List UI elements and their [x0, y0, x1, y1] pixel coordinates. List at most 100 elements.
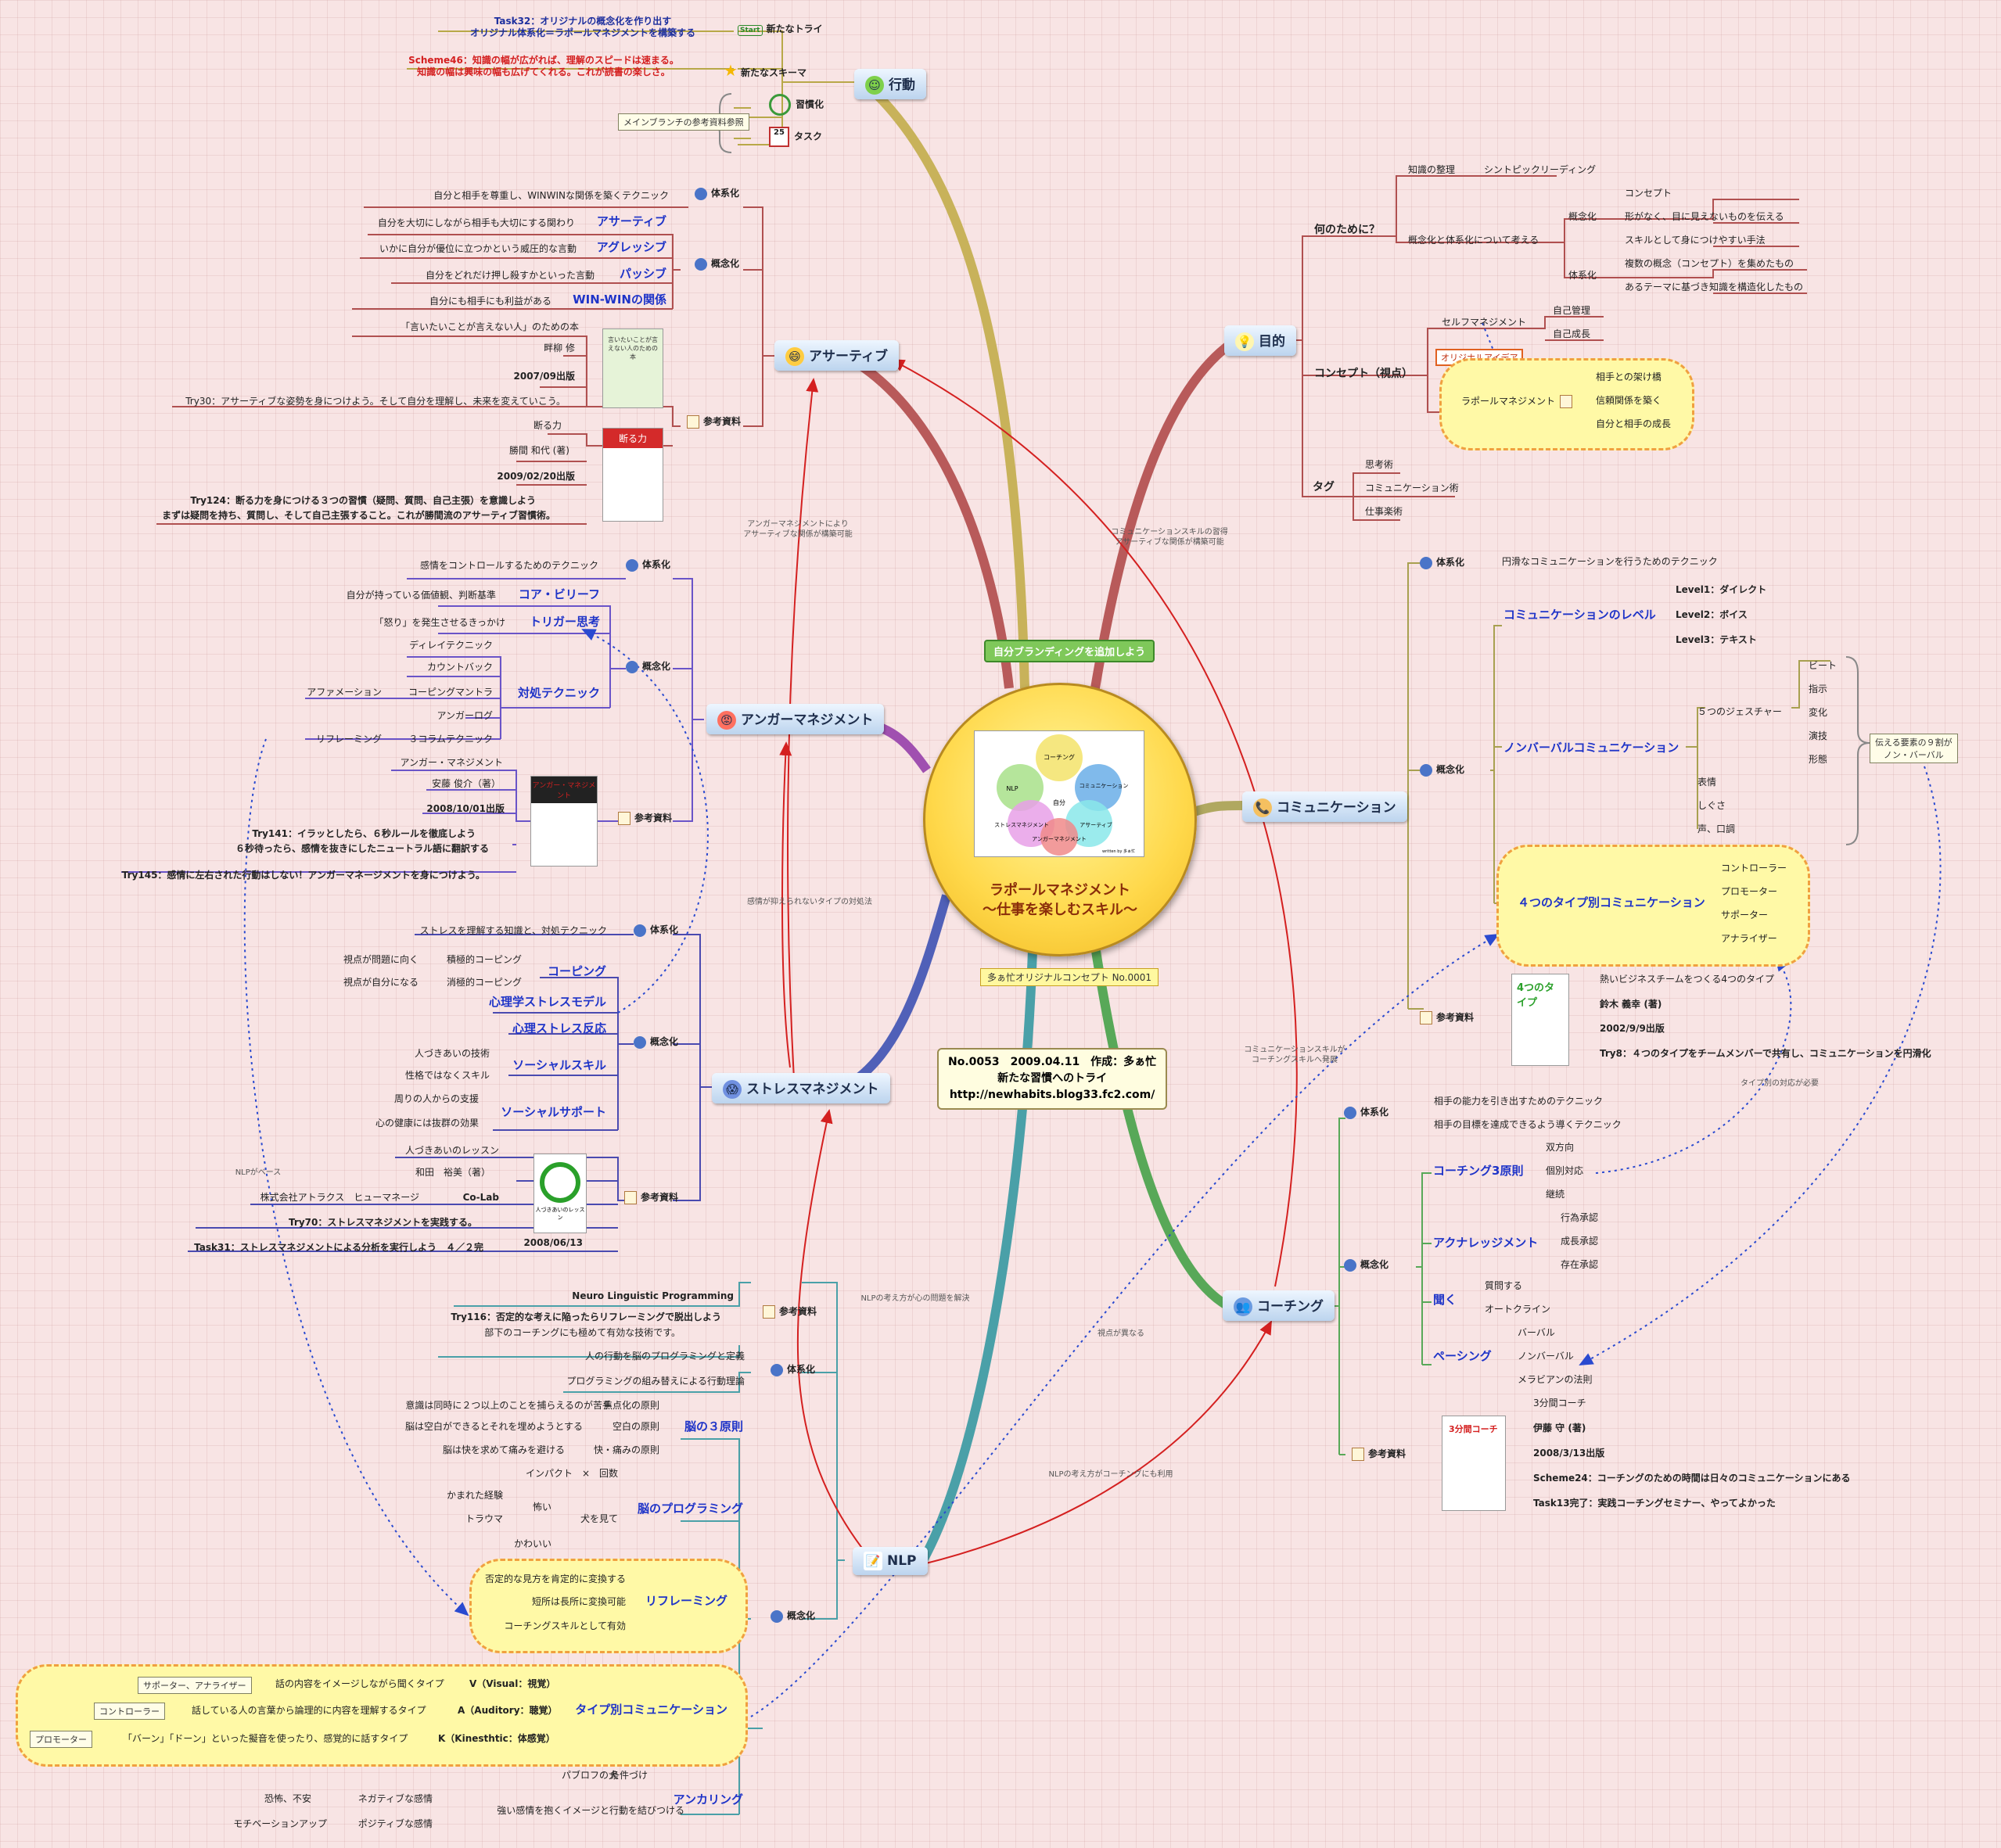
stress-book-author: 和田 裕美（著）	[415, 1167, 490, 1178]
relation-different-view: 視点が異なる	[1097, 1329, 1144, 1338]
coaching-book-cover: 3分間コーチ	[1442, 1416, 1506, 1511]
comm-taikei[interactable]: 体系化	[1420, 555, 1464, 569]
book2-cover-text: 断る力	[603, 429, 663, 448]
original-concept-tag[interactable]: 多ぁ忙オリジナルコンセプト No.0001	[980, 968, 1159, 986]
stress-ref-label: 参考資料	[641, 1192, 679, 1203]
cute: かわいい	[513, 1538, 551, 1549]
acknowledgment: アクナレッジメント	[1433, 1236, 1539, 1250]
relation-stress-anger: 感情が抑えられないタイプの対処法	[747, 898, 872, 906]
branch-communication-label: コミュニケーション	[1277, 800, 1396, 816]
branch-mokuteki[interactable]: 💡目的	[1224, 325, 1296, 356]
nlp-taikei[interactable]: 体系化	[771, 1362, 815, 1376]
branch-assertive[interactable]: 😄アサーティブ	[774, 340, 899, 371]
nonverbal-90-note: 伝える要素の９割が ノン・バーバル	[1870, 734, 1958, 763]
branch-coaching[interactable]: 👥コーチング	[1223, 1290, 1335, 1321]
branch-koudou[interactable]: ☺行動	[854, 69, 926, 99]
branch-stress[interactable]: 😱ストレスマネジメント	[712, 1073, 890, 1103]
anger-ref[interactable]: 参考資料	[618, 811, 672, 825]
syntopic-reading: シントピックリーディング	[1484, 164, 1597, 175]
anger-taikei[interactable]: 体系化	[626, 558, 670, 572]
coaching-taikei[interactable]: 体系化	[1344, 1105, 1388, 1119]
group-icon	[771, 1363, 783, 1376]
self-branding-tag[interactable]: 自分ブランディングを追加しよう	[984, 640, 1155, 662]
assertive-ref[interactable]: 参考資料	[687, 414, 741, 429]
social-support-desc1: 周りの人からの支援	[393, 1093, 479, 1104]
stress-taikei[interactable]: 体系化	[634, 923, 678, 937]
branch-anger[interactable]: 😡 アンガーマネジメント	[706, 704, 885, 734]
coaching-ref[interactable]: 参考資料	[1352, 1447, 1406, 1461]
book2-try124-line2: まずは疑問を持ち、質問し、そして自己主張すること。これが勝間流のアサーティブ習慣…	[162, 510, 555, 521]
type-supporter: サポーター	[1721, 910, 1769, 920]
habit-label: 習慣化	[796, 99, 824, 110]
comm-ref[interactable]: 参考資料	[1420, 1010, 1474, 1024]
try116-line1: Try116：否定的な考えに陥ったらリフレーミングで脱出しよう	[451, 1312, 721, 1322]
coaching-book-date: 2008/3/13出版	[1533, 1448, 1605, 1459]
vak-v-desc: 話の内容をイメージしながら聞くタイプ	[275, 1678, 444, 1689]
concept-viewpoint[interactable]: コンセプト（視点）	[1314, 368, 1413, 380]
concept-and-system: 概念化と体系化について考える	[1408, 235, 1539, 246]
trigger-desc: 「怒り」を発生させるきっかけ	[374, 617, 505, 628]
act-recognition: 行為承認	[1561, 1212, 1599, 1223]
asking: 質問する	[1485, 1280, 1523, 1291]
stress-cover-circle	[540, 1162, 580, 1203]
psych-stress-reaction: 心理ストレス反応	[512, 1021, 606, 1035]
branch-koudou-label: 行動	[889, 77, 915, 93]
branch-nlp-label: NLP	[887, 1553, 917, 1569]
angry-icon: 😡	[717, 711, 736, 730]
coping-technique: 対処テクニック	[517, 686, 600, 700]
affirmation: アファメーション	[307, 687, 382, 698]
comm-gainen[interactable]: 概念化	[1420, 763, 1464, 777]
rapport-trust: 信頼関係を築く	[1596, 395, 1662, 406]
habit-node[interactable]: 習慣化	[769, 94, 824, 116]
bitten-experience: かまれた経験	[446, 1490, 503, 1501]
nlp-gainen[interactable]: 概念化	[771, 1609, 815, 1623]
book2-try124-line1: Try124：断る力を身につける３つの習慣（疑問、質問、自己主張）を意識しよう	[190, 495, 536, 506]
count-back: カウントバック	[426, 662, 493, 673]
assertive-gainen[interactable]: 概念化	[695, 257, 739, 271]
level3: Level3：テキスト	[1676, 634, 1757, 645]
new-schema-node[interactable]: ★新たなスキーマ	[724, 61, 807, 80]
info-url[interactable]: http://newhabits.blog33.fc2.com/	[949, 1089, 1155, 1101]
note-icon	[624, 1191, 637, 1204]
anger-gainen[interactable]: 概念化	[626, 659, 670, 673]
relation-comm-assertive-line1: コミュニケーションスキルの習得	[1111, 528, 1228, 536]
branch-communication[interactable]: 📞コミュニケーション	[1242, 791, 1407, 822]
coaching-gainen[interactable]: 概念化	[1344, 1258, 1388, 1272]
try141-line2: ６秒待ったら、感情を抜きにしたニュートラル語に翻訳する	[235, 843, 489, 854]
growth-recognition: 成長承認	[1561, 1236, 1599, 1247]
level1: Level1：ダイレクト	[1676, 584, 1767, 595]
social-skill-desc1: 人づきあいの技術	[414, 1048, 490, 1059]
concept-desc1: 形がなく、目に見えないものを伝える	[1625, 211, 1784, 222]
trauma: トラウマ	[465, 1513, 503, 1524]
note-icon	[763, 1305, 775, 1319]
verbal: バーバル	[1518, 1327, 1555, 1338]
brain-blank-principle: 空白の原則	[612, 1421, 659, 1432]
nonverbal-note-line1: 伝える要素の９割が	[1875, 737, 1953, 748]
self-growth: 自己成長	[1553, 328, 1591, 339]
info-box[interactable]: No.0053 2009.04.11 作成：多ぁ忙 新たな習慣へのトライ htt…	[937, 1048, 1168, 1110]
stress-gainen[interactable]: 概念化	[634, 1035, 678, 1049]
four-types-bubble	[1496, 845, 1810, 967]
tag-node[interactable]: タグ	[1313, 481, 1335, 493]
assertive-desc-2: 自分をどれだけ押し殺すかといった言動	[425, 270, 595, 281]
note-icon	[1352, 1448, 1364, 1461]
relation-anger-assertive-line2: アサーティブな関係が構築可能	[743, 529, 853, 539]
branch-anger-label: アンガーマネジメント	[741, 712, 874, 728]
trigger-thinking: トリガー思考	[529, 615, 600, 629]
venn-label-coaching: コーチング	[1044, 753, 1075, 761]
stress-ref[interactable]: 参考資料	[624, 1190, 678, 1204]
branch-nlp[interactable]: 📝 NLP	[853, 1547, 928, 1575]
why-node[interactable]: 何のために？	[1314, 224, 1380, 236]
nlp-ref[interactable]: 参考資料	[763, 1304, 817, 1319]
nlp-reframing: リフレーミング	[645, 1594, 727, 1608]
anger-taikei-label: 体系化	[642, 559, 671, 570]
rapport-management[interactable]: ラポールマネジメント	[1461, 395, 1576, 408]
vak-k-types: プロモーター	[30, 1731, 92, 1748]
five-gestures: ５つのジェスチャー	[1697, 706, 1782, 717]
note-icon: 📝	[864, 1552, 882, 1570]
assertive-taikei[interactable]: 体系化	[695, 186, 739, 200]
central-topic[interactable]: コーチング NLP コミュニケーション 自分 ストレスマネジメント アサーティブ…	[923, 683, 1197, 956]
stress-book-colab: Co-Lab	[462, 1192, 499, 1203]
